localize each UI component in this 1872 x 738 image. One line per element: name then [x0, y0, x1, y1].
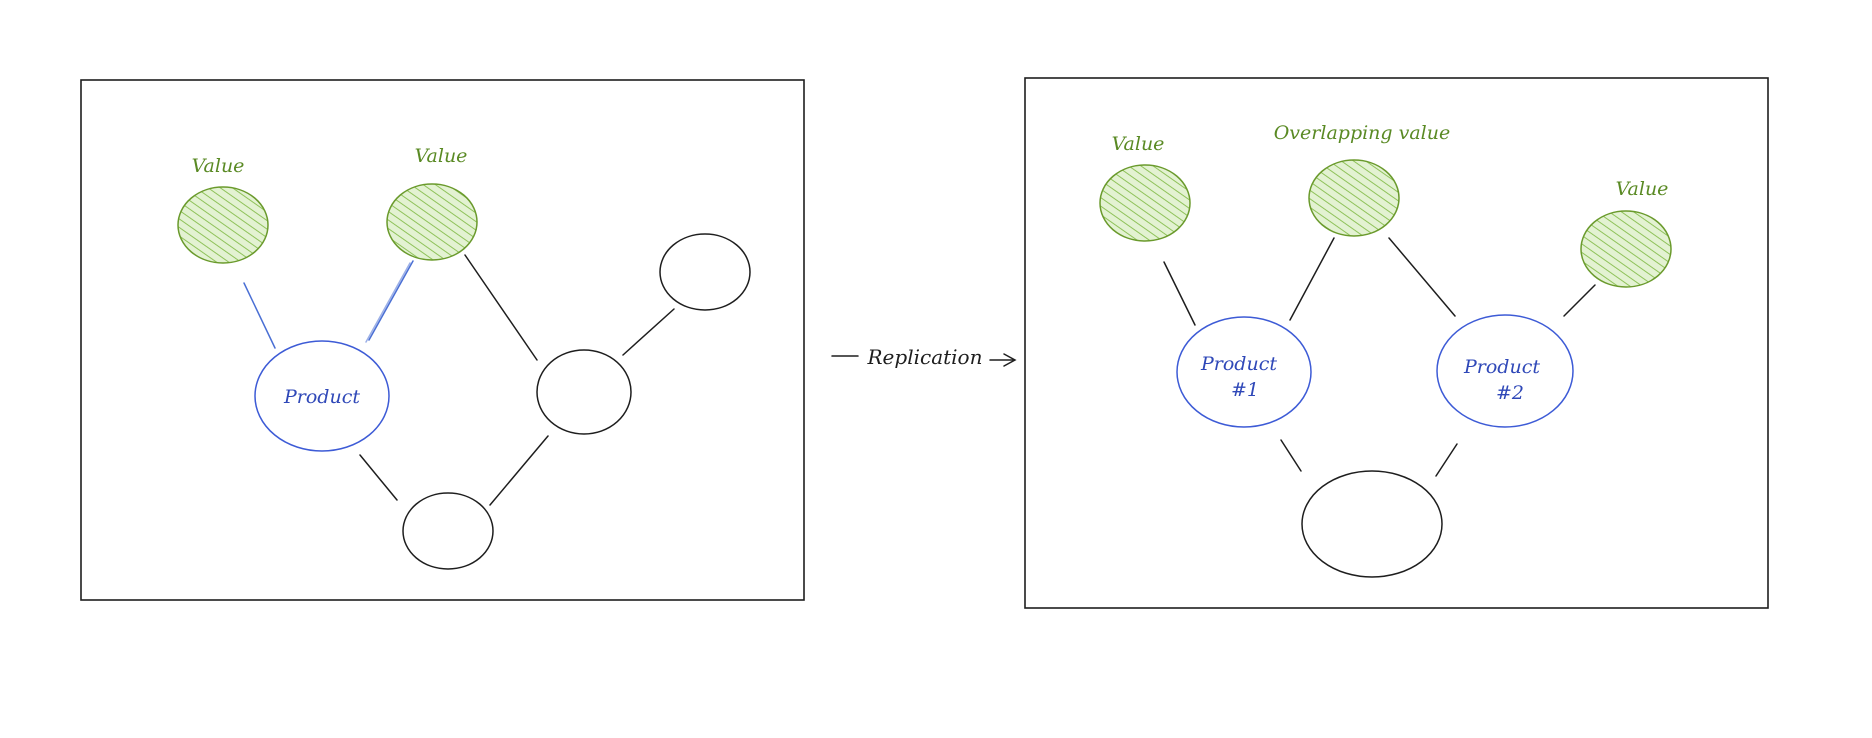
arrow-label: Replication	[867, 345, 983, 369]
left-product-label: Product	[283, 386, 360, 408]
right-overlapping-value-node	[1308, 159, 1400, 237]
left-value-node-a	[177, 186, 269, 264]
replication-arrow: Replication	[831, 345, 1017, 369]
edge-product-to-bottom-node	[359, 454, 398, 501]
left-empty-node-middle	[536, 349, 632, 435]
edge-product-1-to-bottom-node	[1280, 439, 1302, 472]
right-overlapping-value-label: Overlapping value	[1274, 122, 1451, 144]
right-product-1-label-line1: Product	[1200, 353, 1277, 375]
right-product-1-node	[1176, 316, 1312, 428]
right-value-label-c: Value	[1616, 178, 1669, 200]
edge-value-c-to-product-2	[1563, 284, 1596, 317]
edge-overlap-to-product-2	[1388, 237, 1456, 317]
left-empty-node-right	[659, 233, 751, 311]
left-panel-frame	[80, 79, 805, 601]
left-product-node	[254, 340, 390, 452]
edge-value-a-to-product-1	[1163, 261, 1196, 326]
right-product-2-node	[1436, 314, 1574, 428]
right-panel-frame	[1024, 77, 1769, 609]
right-value-label-a: Value	[1112, 133, 1165, 155]
edge-middle-node-to-bottom-node	[489, 435, 549, 506]
edge-value-b-to-middle-node	[464, 254, 538, 361]
right-product-2-label-line1: Product	[1463, 356, 1540, 378]
edge-right-node-to-middle-node	[622, 308, 675, 356]
left-panel: Value Value Product	[80, 79, 805, 601]
edge-value-b-to-product-sketch	[365, 262, 411, 343]
edge-value-b-to-product	[368, 260, 414, 341]
left-value-node-b	[386, 183, 478, 261]
edge-product-2-to-bottom-node	[1435, 443, 1458, 477]
right-value-node-a	[1099, 164, 1191, 242]
arrow-head-icon	[1003, 353, 1017, 367]
left-value-label-a: Value	[192, 155, 245, 177]
right-empty-node-bottom	[1301, 470, 1443, 578]
edge-value-a-to-product	[243, 282, 276, 349]
right-product-2-label-line2: #2	[1496, 382, 1524, 404]
right-value-node-c	[1580, 210, 1672, 288]
right-panel: Value Overlapping value Value Product #1…	[1024, 77, 1769, 609]
right-product-1-label-line2: #1	[1231, 379, 1259, 401]
left-empty-node-bottom	[402, 492, 494, 570]
edge-overlap-to-product-1	[1289, 237, 1335, 321]
left-value-label-b: Value	[415, 145, 468, 167]
